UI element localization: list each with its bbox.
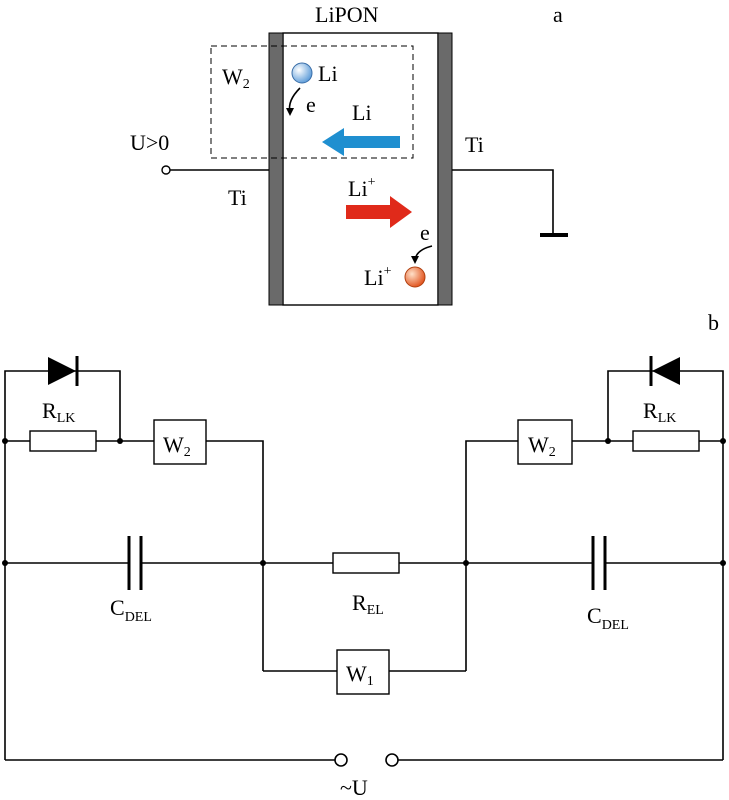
c-del-right-label: CDEL (587, 603, 629, 633)
mid-node-left-rail (2, 560, 8, 566)
li-ion-label: Li+ (364, 264, 392, 290)
right-node-2 (720, 438, 726, 444)
r-lk-left-label: RLK (42, 398, 75, 426)
w2-right-label: W2 (528, 432, 556, 460)
mid-node-center-left (260, 560, 266, 566)
w2-right (517, 419, 573, 465)
voltage-label: U>0 (130, 130, 169, 155)
r-el-label: REL (352, 590, 384, 618)
w2-left-label: W2 (163, 432, 191, 460)
c-del-left-label: CDEL (110, 595, 152, 625)
right-w2-to-node (465, 440, 518, 671)
mid-node-center-right (463, 560, 469, 566)
source-label: ~U (340, 775, 368, 800)
r-el (332, 552, 400, 574)
r-lk-right-label: RLK (643, 398, 676, 426)
r-lk-right (632, 430, 700, 452)
left-node-1 (2, 438, 8, 444)
w2-left (153, 419, 207, 465)
li-arrow (322, 128, 400, 156)
li-ion-sphere (404, 266, 426, 288)
mid-node-right-rail (720, 560, 726, 566)
li-atom-label: Li (318, 61, 338, 86)
left-node-2 (117, 438, 123, 444)
left-terminal (161, 165, 171, 175)
li-plus-arrow-label: Li+ (348, 175, 376, 201)
electron-top-label: e (306, 92, 316, 117)
w2-region-label: W2 (222, 64, 250, 92)
right-diode (652, 357, 680, 385)
li-atom-sphere (291, 62, 313, 84)
left-w2-to-node (206, 440, 264, 671)
panel-b: b RLK W2 W2 RLK CDEL (2, 310, 726, 800)
right-node-1 (605, 438, 611, 444)
electron-bottom-label: e (420, 220, 430, 245)
w1-label: W1 (346, 661, 374, 689)
right-lead-wire (452, 169, 554, 235)
source-terminal-left (334, 753, 348, 767)
li-plus-arrow (346, 196, 412, 228)
panel-b-label: b (708, 310, 719, 335)
source-terminal-right (385, 753, 399, 767)
li-arrow-label: Li (352, 100, 372, 125)
electrolyte-label: LiPON (315, 2, 379, 27)
left-electrode (268, 32, 284, 306)
panel-a-label: a (553, 2, 563, 27)
electron-top-arrowhead (286, 108, 294, 116)
w1 (336, 649, 390, 695)
electron-bottom-arrowhead (411, 256, 419, 264)
left-electrode-label: Ti (228, 185, 247, 210)
r-lk-left (29, 430, 97, 452)
left-diode (48, 357, 76, 385)
right-electrode-label: Ti (465, 132, 484, 157)
w2-region (210, 45, 414, 159)
panel-a: a LiPON W2 U>0 Ti Ti Li e Li Li+ e (130, 2, 568, 306)
right-electrode (437, 32, 453, 306)
